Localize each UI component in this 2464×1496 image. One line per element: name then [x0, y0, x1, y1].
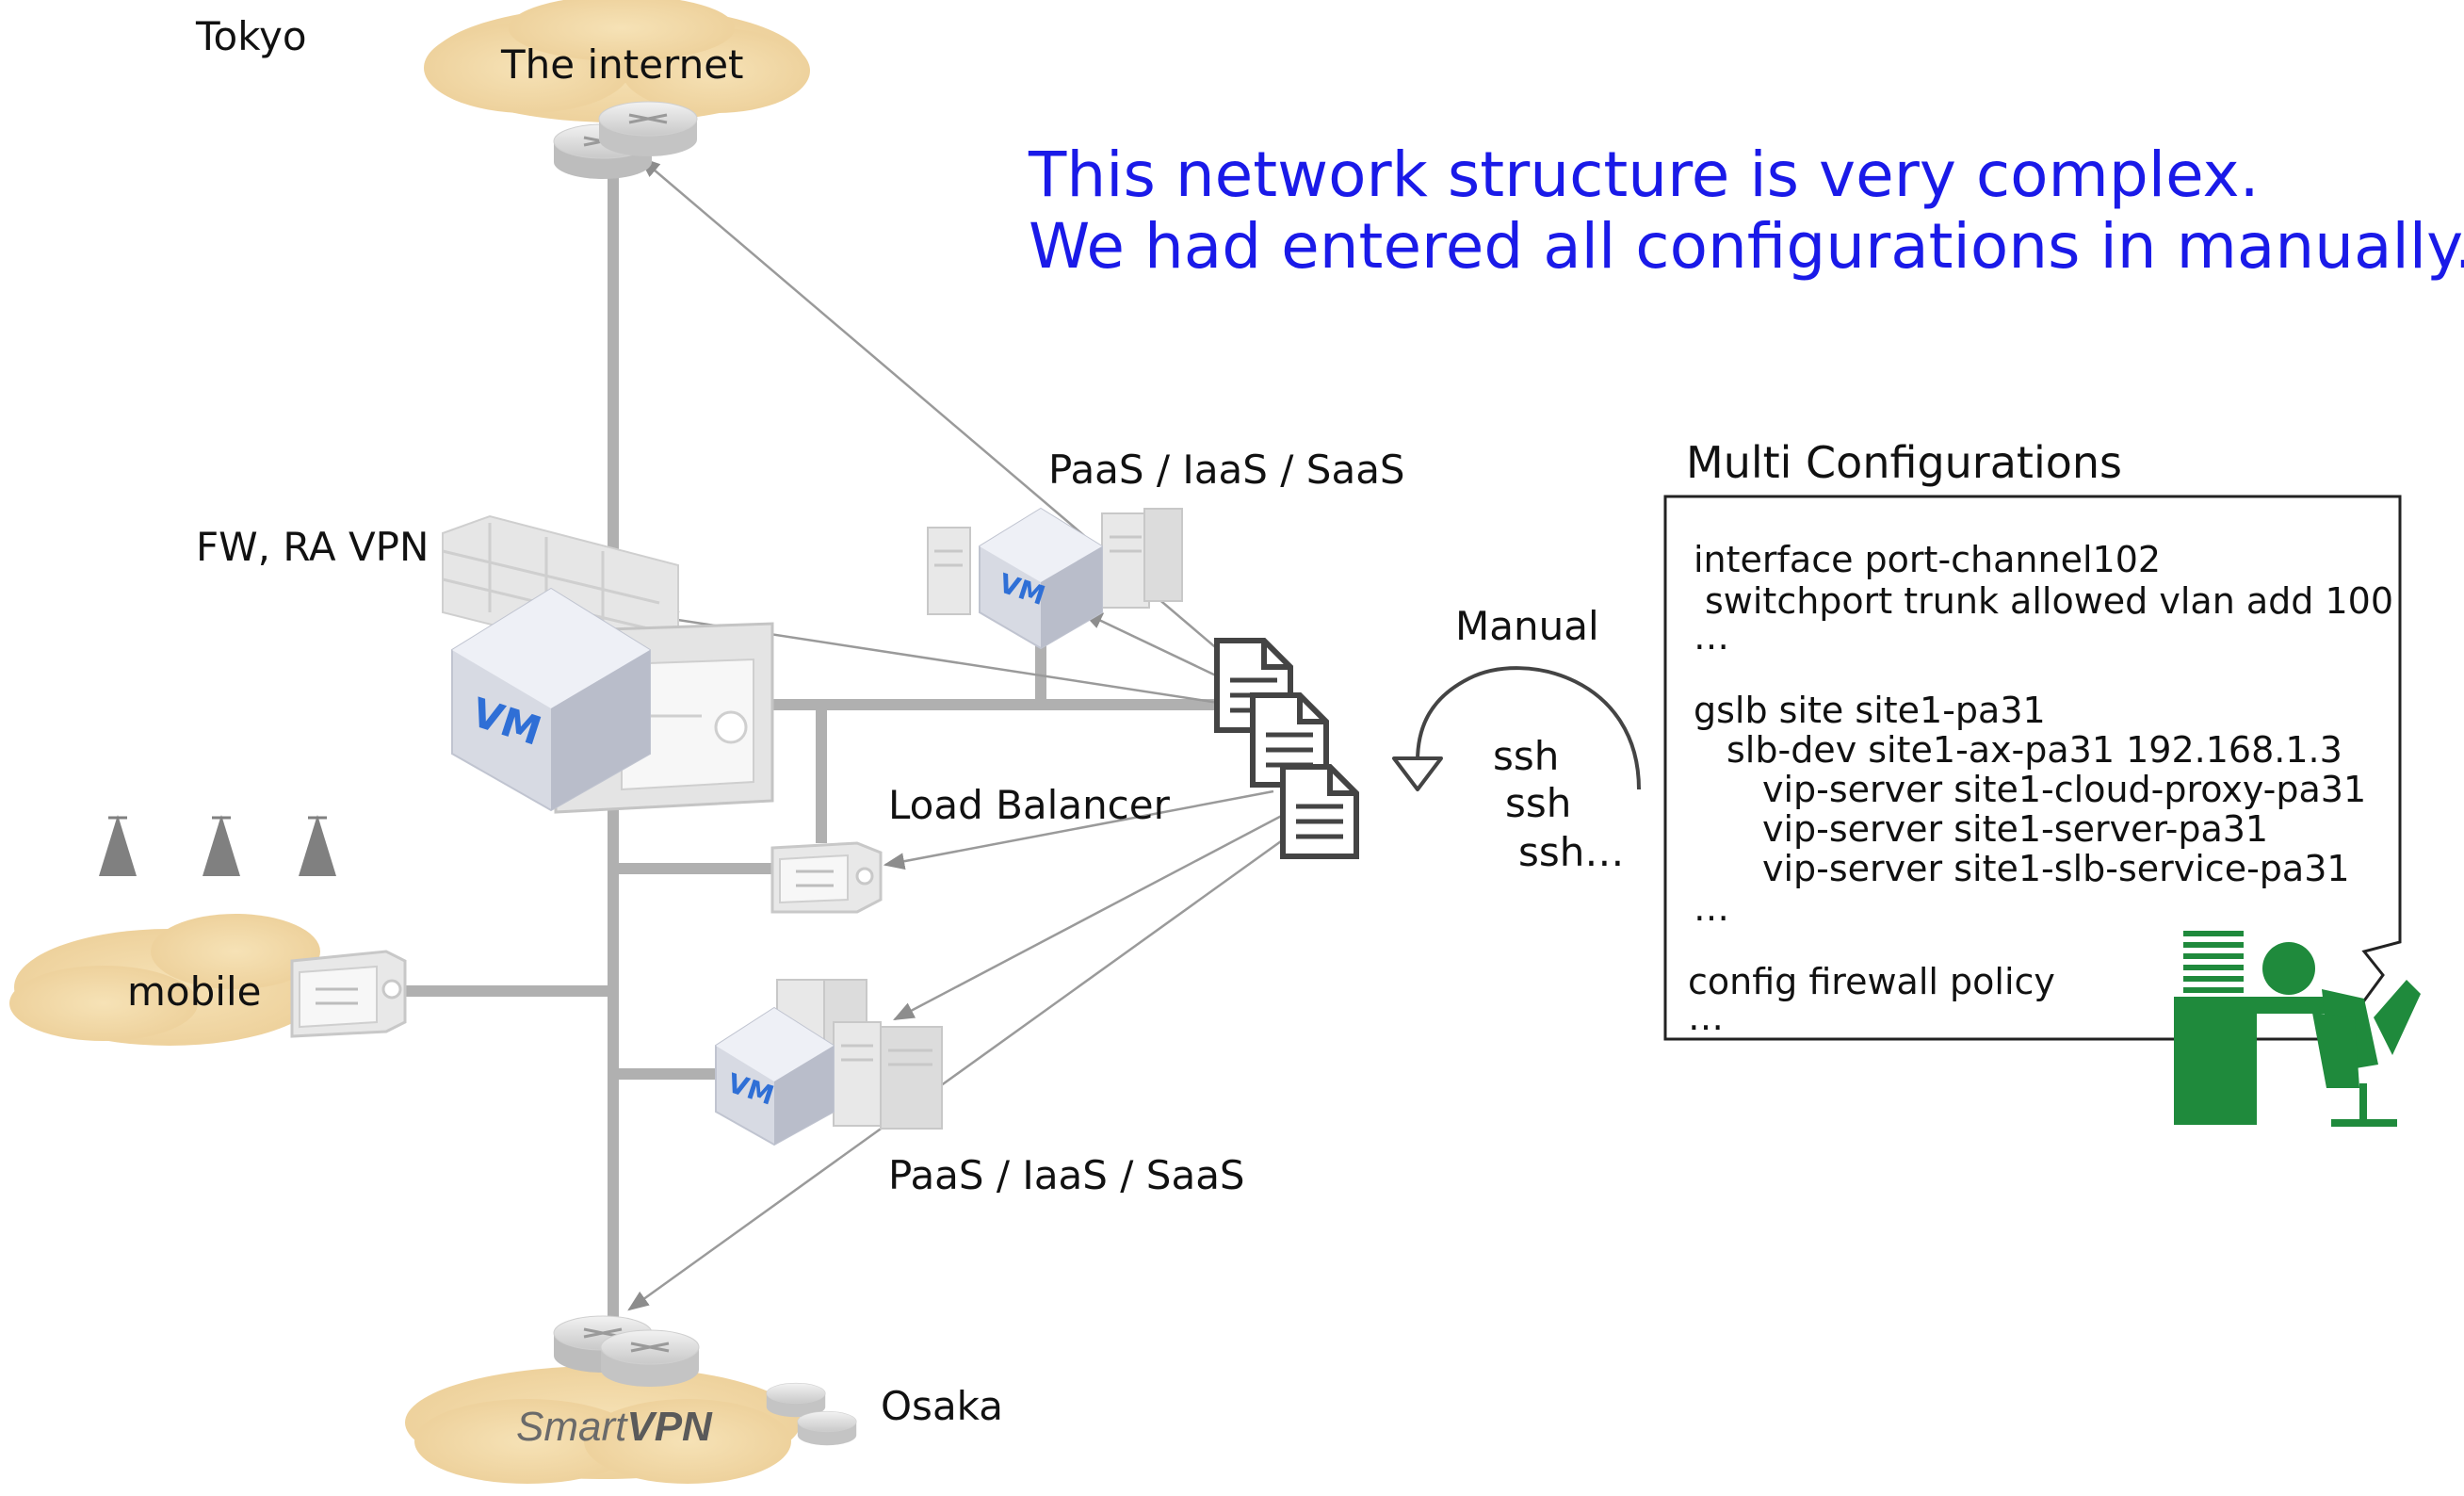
ssh-label-3: ssh… — [1518, 829, 1625, 875]
config-line: … — [1694, 887, 1729, 929]
mobile-cloud — [9, 914, 325, 1046]
config-line: slb-dev site1-ax-pa31 192.168.1.3 — [1726, 729, 2342, 771]
vm-icon: VM — [979, 507, 1103, 650]
internet-cloud — [424, 0, 810, 122]
smartvpn-logo-smart: Smart — [516, 1404, 627, 1450]
manual-label: Manual — [1455, 603, 1599, 649]
router-icon — [553, 101, 698, 179]
config-callout — [1663, 495, 2402, 1041]
ssh-label-2: ssh — [1505, 780, 1572, 826]
headline: This network structure is very complex. … — [1029, 139, 2464, 283]
load-balancer-icon — [770, 841, 883, 914]
tokyo-label: Tokyo — [196, 13, 307, 59]
paas-top-label: PaaS / IaaS / SaaS — [1048, 447, 1405, 493]
config-line: vip-server site1-cloud-proxy-pa31 — [1762, 769, 2367, 810]
headline-line-2: We had entered all configurations in man… — [1029, 210, 2464, 283]
antenna-icon — [99, 815, 336, 876]
operator-icon — [2174, 931, 2421, 1127]
vm-icon: VM — [715, 1006, 835, 1146]
manual-arrow-icon — [1392, 666, 1641, 791]
config-line: … — [1688, 997, 1724, 1038]
config-line: … — [1694, 616, 1729, 658]
ssh-label-1: ssh — [1493, 733, 1560, 779]
mobile-label: mobile — [127, 968, 262, 1015]
load-balancer-icon — [290, 950, 407, 1038]
config-line: vip-server site1-server-pa31 — [1762, 808, 2269, 850]
config-line: config firewall policy — [1688, 961, 2055, 1002]
config-line: gslb site site1-pa31 — [1694, 690, 2046, 731]
document-icon — [1214, 638, 1359, 859]
osaka-label: Osaka — [881, 1383, 1003, 1429]
load-balancer-label: Load Balancer — [888, 782, 1170, 828]
internet-label: The internet — [501, 41, 744, 88]
config-line: switchport trunk allowed vlan add 100 — [1705, 580, 2393, 622]
smartvpn-logo: SmartVPN — [516, 1404, 712, 1451]
config-line: interface port-channel102 — [1694, 539, 2162, 580]
server-icon — [927, 508, 1183, 615]
fw-ra-vpn-label: FW, RA VPN — [196, 524, 430, 570]
config-box: interface port-channel102 switchport tru… — [1665, 496, 2400, 1039]
config-title: Multi Configurations — [1686, 437, 2122, 488]
smartvpn-logo-vpn: VPN — [626, 1404, 712, 1450]
paas-bottom-label: PaaS / IaaS / SaaS — [888, 1152, 1245, 1198]
router-icon — [553, 1315, 857, 1446]
headline-line-1: This network structure is very complex. — [1029, 138, 2260, 211]
osaka-cloud — [405, 1366, 801, 1484]
config-line: vip-server site1-slb-service-pa31 — [1762, 848, 2350, 889]
vm-icon: VM — [451, 587, 651, 812]
